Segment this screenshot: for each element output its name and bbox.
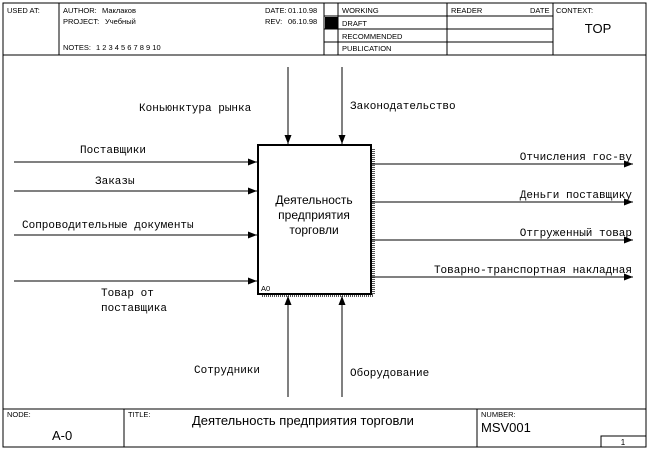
control-label: Законодательство: [350, 101, 456, 113]
page-number: 1: [621, 438, 626, 447]
outputs-group: Отчисления гос-ву Деньги поставщику Отгр…: [372, 152, 633, 281]
input-label: Поставщики: [80, 145, 146, 157]
output-label: Отгруженный товар: [520, 228, 632, 240]
header-block: USED AT: AUTHOR: Маклаков PROJECT: Учебн…: [3, 3, 646, 56]
activity-a0: Деятельность предприятия торговли А0: [257, 144, 375, 297]
mechanism-label: Оборудование: [350, 367, 429, 380]
status-publication: PUBLICATION: [342, 44, 391, 53]
number-label: NUMBER:: [481, 410, 516, 419]
activity-title-line-3: торговли: [289, 223, 338, 237]
output-label: Деньги поставщику: [520, 190, 633, 202]
notes-value: 1 2 3 4 5 6 7 8 9 10: [96, 43, 161, 52]
project-label: PROJECT:: [63, 17, 99, 26]
status-recommended: RECOMMENDED: [342, 32, 403, 41]
diagram-number: MSV001: [481, 420, 531, 435]
input-label-line-2: поставщика: [101, 303, 167, 315]
status-draft: DRAFT: [342, 19, 367, 28]
activity-number: А0: [261, 284, 270, 293]
controls-group: Коньюнктура рынка Законодательство: [139, 67, 456, 144]
mechanisms-group: Сотрудники Оборудование: [194, 296, 429, 397]
control-label: Коньюнктура рынка: [139, 103, 252, 115]
date-value: 01.10.98: [288, 6, 317, 15]
activity-title-line-2: предприятия: [278, 208, 350, 222]
notes-label: NOTES:: [63, 43, 91, 52]
footer-block: NODE: А-0 TITLE: Деятельность предприяти…: [3, 408, 647, 448]
input-label: Заказы: [95, 176, 135, 188]
author-value: Маклаков: [102, 6, 136, 15]
context-label: CONTEXT:: [556, 6, 593, 15]
input-label: Сопроводительные документы: [22, 220, 194, 232]
inputs-group: Поставщики Заказы Сопроводительные докум…: [14, 145, 257, 315]
project-value: Учебный: [105, 17, 136, 26]
output-label: Товарно-транспортная накладная: [434, 265, 632, 277]
status-working: WORKING: [342, 6, 379, 15]
context-value: TOP: [585, 21, 612, 36]
reader-label: READER: [451, 6, 483, 15]
page-number-box: [600, 435, 647, 448]
node-label: NODE:: [7, 410, 31, 419]
title-label: TITLE:: [128, 410, 151, 419]
activity-box: [257, 144, 372, 295]
activity-title-line-1: Деятельность: [275, 193, 352, 207]
used-at-label: USED AT:: [7, 6, 40, 15]
date-label: DATE:: [265, 6, 287, 15]
diagram-title: Деятельность предприятия торговли: [192, 413, 414, 428]
author-label: AUTHOR:: [63, 6, 97, 15]
rev-label: REV:: [265, 17, 282, 26]
active-status-marker: [325, 17, 338, 29]
reader-date-label: DATE: [530, 6, 549, 15]
mechanism-label: Сотрудники: [194, 365, 260, 377]
input-label-line-1: Товар от: [101, 288, 154, 300]
node-value: А-0: [52, 428, 72, 443]
rev-value: 06.10.98: [288, 17, 317, 26]
output-label: Отчисления гос-ву: [520, 152, 633, 164]
